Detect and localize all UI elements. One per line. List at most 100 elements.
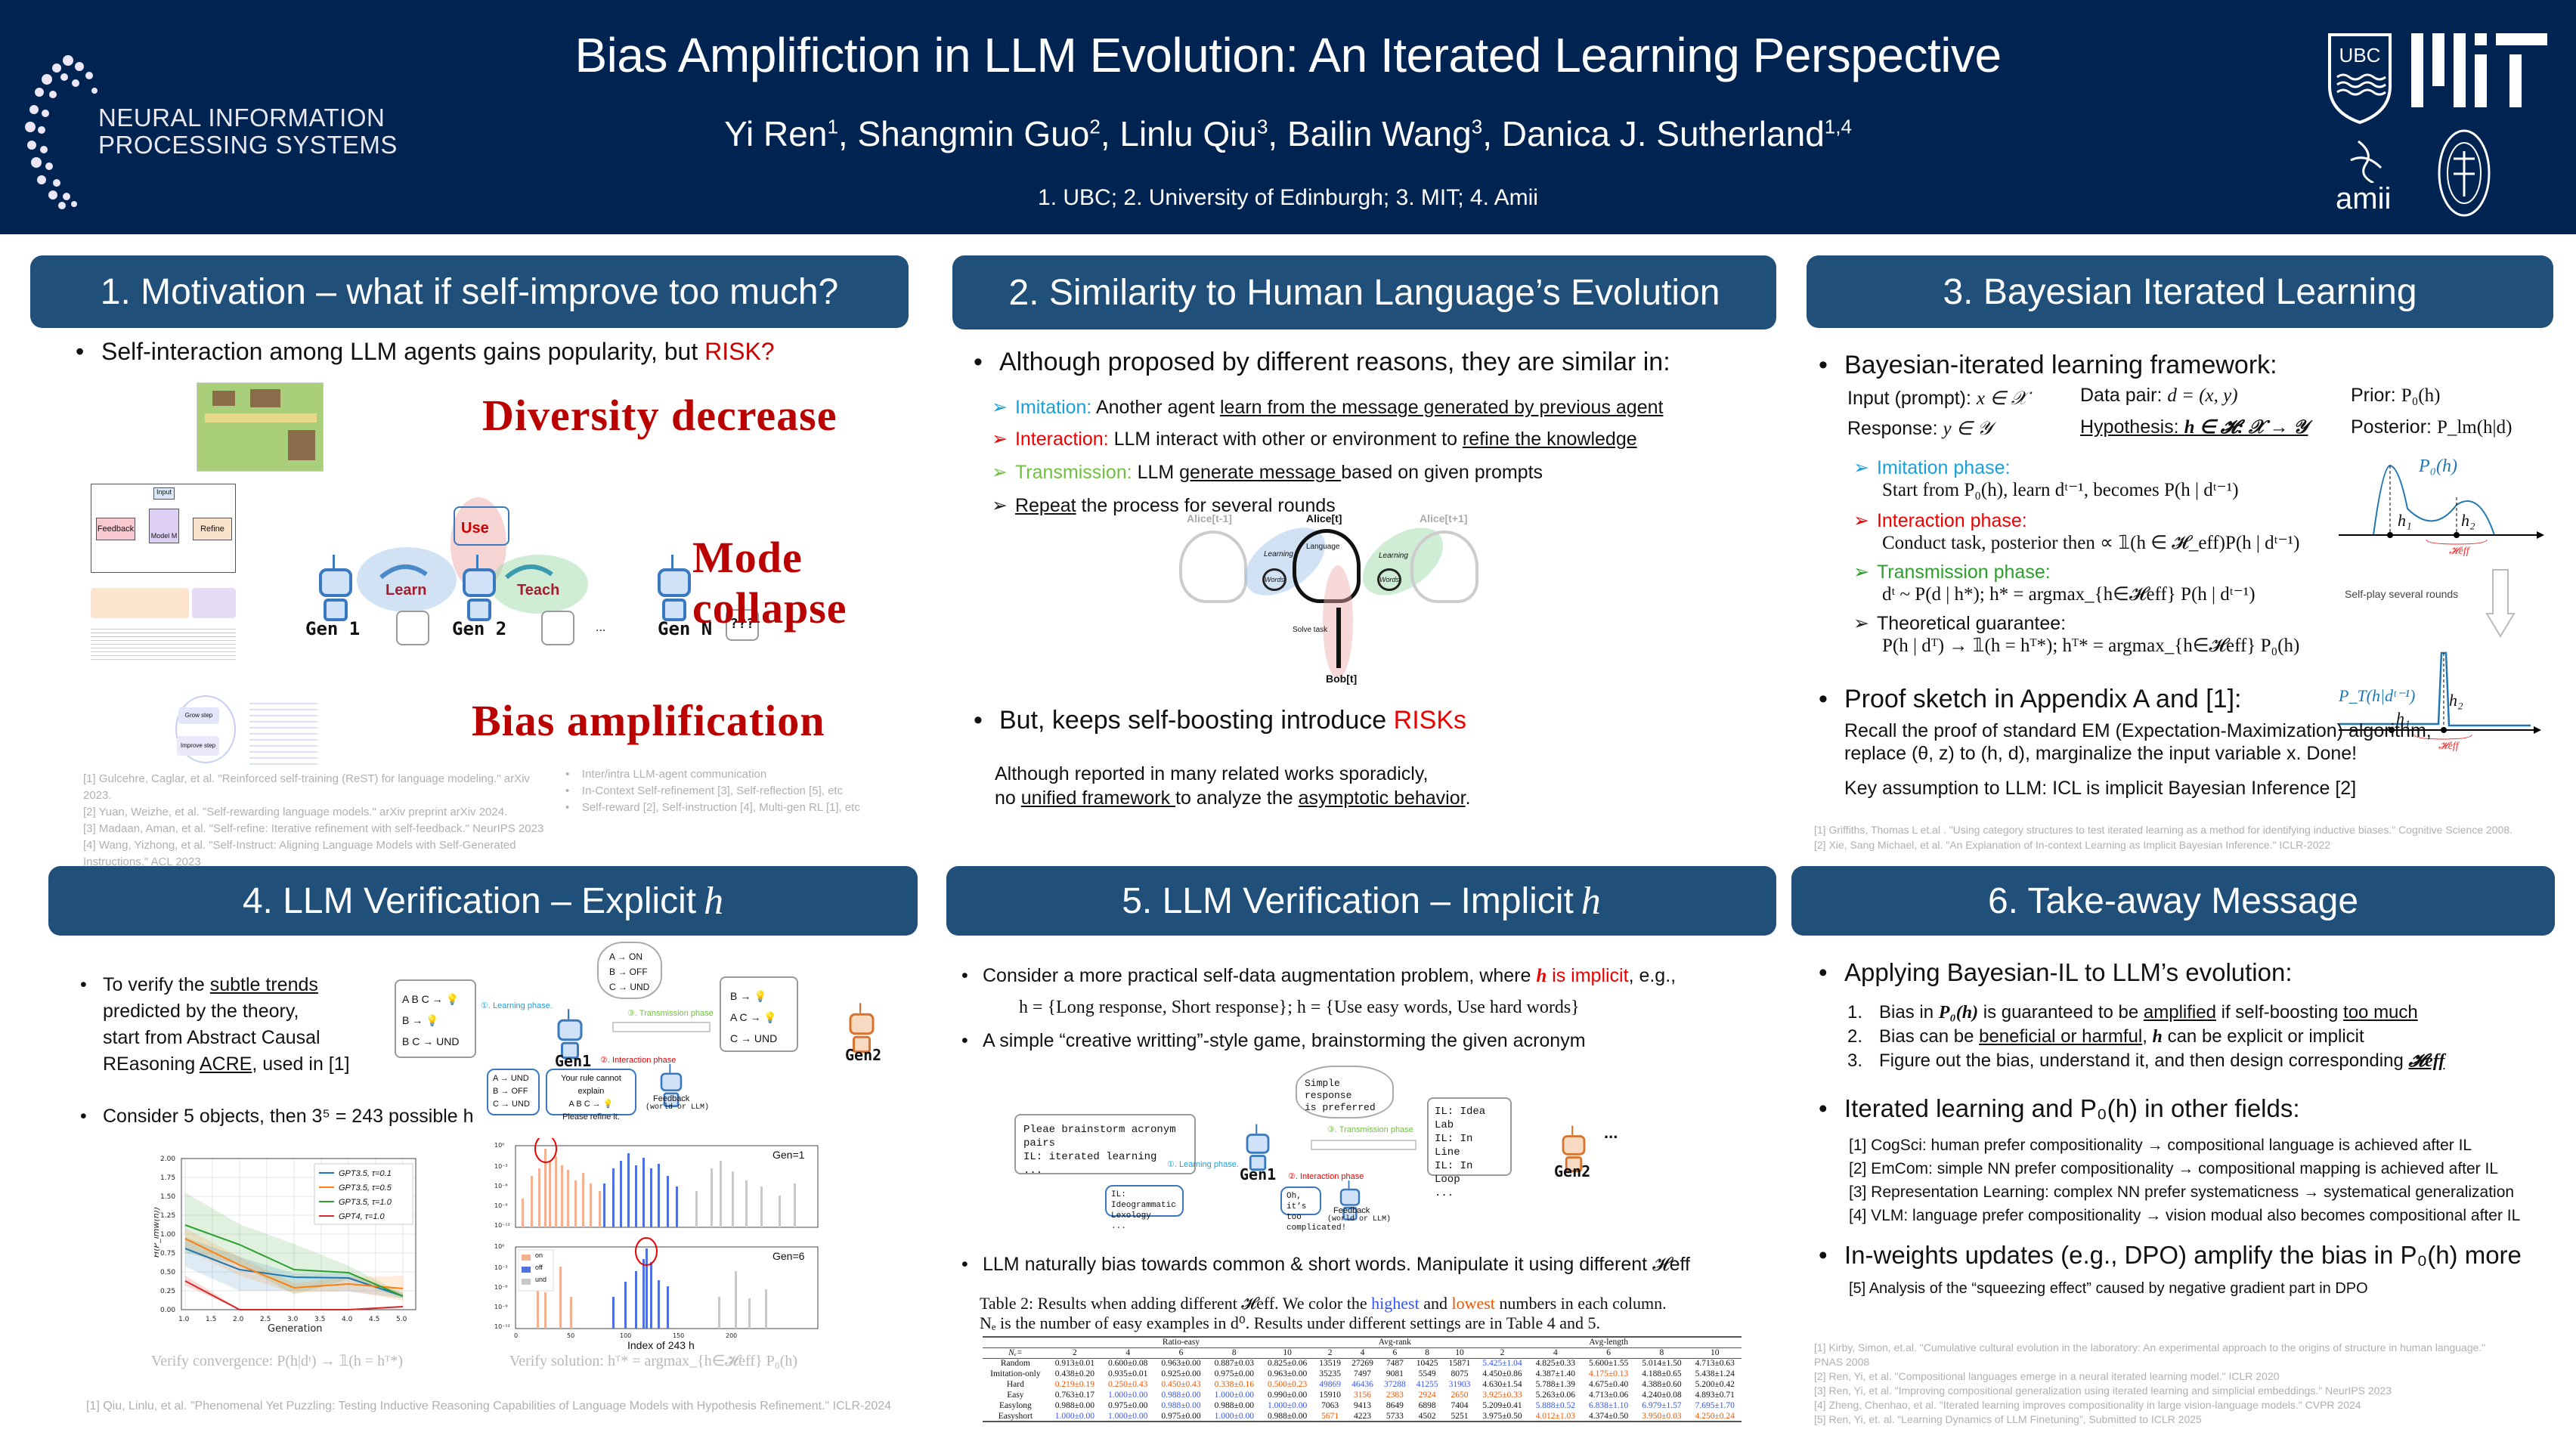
robot-genN-icon — [652, 555, 697, 623]
robot-feedback-icon — [1336, 1180, 1364, 1221]
answer-box: IL: Ideogrammatic Lexology... — [1105, 1185, 1184, 1231]
item-repeat: ➢Repeat the process for several rounds — [992, 495, 1336, 516]
model-label: Model M — [149, 509, 179, 543]
caption-solution: Verify solution: hᵀ* = argmax_{h∈𝓗eff} P… — [509, 1353, 798, 1369]
svg-text:Generation: Generation — [268, 1323, 323, 1333]
feedback-label: Feedback — [96, 518, 135, 540]
svg-text:UBC: UBC — [2339, 44, 2381, 67]
svg-text:2.00: 2.00 — [160, 1156, 175, 1163]
solve-task-label: Solve task — [1293, 626, 1328, 634]
item-transmission: ➢Transmission: LLM generate message base… — [992, 462, 1543, 483]
chart-legend: GPT3.5, τ=0.1 GPT3.5, τ=0.5 GPT3.5, τ=1.… — [339, 1167, 392, 1224]
svg-text:10⁻⁶: 10⁻⁶ — [494, 1284, 508, 1291]
generative-agents-thumbnail — [197, 382, 324, 472]
phase-transmission: ➢Transmission phase: dᵗ ~ P(d | h*); h* … — [1853, 562, 2256, 605]
neurips-line1: NEURAL INFORMATION — [98, 104, 385, 131]
p0-label: P₀(h) — [2419, 456, 2457, 476]
prior-distribution-figure: P₀(h) h₁ h₂ 𝓗eff — [2336, 452, 2547, 558]
converged-distribution-figure: P_T(h|dᵗ⁻¹) h₁ h₂ 𝓗eff — [2336, 648, 2547, 762]
svg-text:10⁻⁹: 10⁻⁹ — [494, 1304, 508, 1310]
svg-text:10⁻⁹: 10⁻⁹ — [494, 1202, 508, 1209]
svg-text:3.0: 3.0 — [287, 1316, 299, 1323]
section-bayesian-il: 3. Bayesian Iterated Learning Bayesian-i… — [1807, 255, 2555, 852]
refine-label: Refine — [193, 518, 232, 540]
def-hypothesis: Hypothesis: h ∈ 𝓗: 𝒳 → 𝒴 — [2080, 416, 2308, 438]
feedback-label: Feedback — [1333, 1206, 1370, 1215]
svg-text:50: 50 — [567, 1332, 574, 1339]
bullet-other-fields: Iterated learning and P₀(h) in other fie… — [1819, 1093, 2300, 1125]
numbered-list: 1.Bias in P₀(h) is guaranteed to be ampl… — [1847, 1001, 2444, 1073]
def-response: Response: y ∈ 𝒴 — [1847, 418, 1992, 439]
legend-item: GPT3.5, τ=0.5 — [339, 1183, 392, 1193]
gen2-label: Gen2 — [1554, 1162, 1591, 1180]
edinburgh-logo — [2437, 128, 2491, 218]
svg-text:1.50: 1.50 — [160, 1193, 175, 1201]
section-similarity: 2. Similarity to Human Language’s Evolut… — [952, 255, 1776, 852]
risk-mode-collapse: Mode collapse — [692, 533, 847, 633]
gen2-label: Gen 2 — [452, 618, 507, 639]
affiliations: 1. UBC; 2. University of Edinburgh; 3. M… — [1038, 185, 1538, 210]
svg-text:10⁻⁶: 10⁻⁶ — [494, 1183, 508, 1190]
svg-text:3.5: 3.5 — [314, 1316, 325, 1323]
genN-label: Gen N — [658, 618, 713, 639]
ubc-logo: UBC — [2327, 33, 2393, 125]
def-data-pair: Data pair: d = (x, y) — [2080, 385, 2238, 406]
legend-item: GPT3.5, τ=0.1 — [339, 1169, 392, 1178]
robot-gen1-icon — [1242, 1124, 1274, 1172]
gen1-chart-title: Gen=1 — [772, 1149, 805, 1161]
neurips-dots-icon — [25, 55, 98, 209]
svg-text:10⁰: 10⁰ — [494, 1142, 504, 1149]
author: Linlu Qiu3, — [1119, 114, 1287, 153]
bullet-similar: Although proposed by different reasons, … — [974, 346, 1670, 378]
poster-header: NEURAL INFORMATION PROCESSING SYSTEMS Bi… — [0, 0, 2576, 234]
svg-text:0.00: 0.00 — [160, 1307, 175, 1314]
legend-und: und — [535, 1276, 547, 1283]
bullet-bias-common: • LLM naturally bias towards common & sh… — [961, 1254, 1690, 1275]
author: Danica J. Sutherland1,4 — [1501, 114, 1852, 153]
svg-text:4.0: 4.0 — [342, 1316, 353, 1323]
svg-text:1.00: 1.00 — [160, 1231, 175, 1239]
fields-list: [1] CogSci: human prefer compositionalit… — [1849, 1137, 2521, 1224]
author-list: Yi Ren1, Shangmin Guo2, Linlu Qiu3, Bail… — [0, 113, 2576, 154]
input-label: Input — [153, 487, 175, 500]
alice-prev-label: Alice[t-1] — [1187, 512, 1232, 524]
svg-text:0: 0 — [514, 1332, 518, 1339]
action-use: Use — [461, 520, 489, 537]
svg-text:1.25: 1.25 — [160, 1212, 175, 1220]
interaction-phase-label: ②. Interaction phase — [600, 1056, 677, 1065]
improve-step-label: Improve step — [177, 736, 219, 756]
learning-label: Learning — [1264, 550, 1293, 558]
def-input: Input (prompt): x ∈ 𝒳 — [1847, 388, 2027, 409]
svg-text:1.0: 1.0 — [178, 1316, 190, 1323]
author: Yi Ren1, — [724, 114, 858, 153]
references: [1] Griffiths, Thomas L et.al . "Using c… — [1814, 824, 2513, 851]
action-teach: Teach — [517, 582, 560, 599]
phase-imitation: ➢Imitation phase: Start from P₀(h), lear… — [1853, 457, 2239, 500]
mit-logo — [2411, 33, 2547, 107]
takeaway-item-3: 3.Figure out the bias, understand it, an… — [1847, 1050, 2445, 1071]
self-play-label: Self-play several rounds — [2345, 588, 2459, 600]
svg-text:4.5: 4.5 — [369, 1316, 379, 1323]
bullet-in-weights: In-weights updates (e.g., DPO) amplify t… — [1819, 1239, 2522, 1271]
robot-gen2-icon — [845, 1003, 879, 1054]
bullet-risks: But, keeps self-boosting introduce RISKs — [974, 704, 1466, 736]
phase-interaction: ➢Interaction phase: Conduct task, poster… — [1853, 510, 2300, 553]
svg-text:100: 100 — [620, 1332, 631, 1339]
bullet-proof: Proof sketch in Appendix A and [1]: — [1819, 683, 2242, 715]
amii-logo: amii — [2336, 138, 2396, 215]
amii-wordmark: amii — [2336, 182, 2392, 215]
side-notes: • Inter/intra LLM-agent communication • … — [565, 768, 860, 814]
use-bubble — [454, 506, 509, 546]
bullet-verify: • To verify the subtle trends predicted … — [80, 974, 350, 1075]
ellipsis: ... — [596, 621, 606, 634]
legend-on: on — [535, 1251, 543, 1259]
feedback-source: (world or LLM) — [1327, 1215, 1392, 1224]
svg-text:2.5: 2.5 — [260, 1316, 271, 1323]
author: Shangmin Guo2, — [857, 114, 1120, 153]
learning-phase-label: ①. Learning phase. — [481, 1001, 553, 1010]
robot-gen1-icon — [313, 555, 358, 623]
svg-text:1.5: 1.5 — [206, 1316, 216, 1323]
